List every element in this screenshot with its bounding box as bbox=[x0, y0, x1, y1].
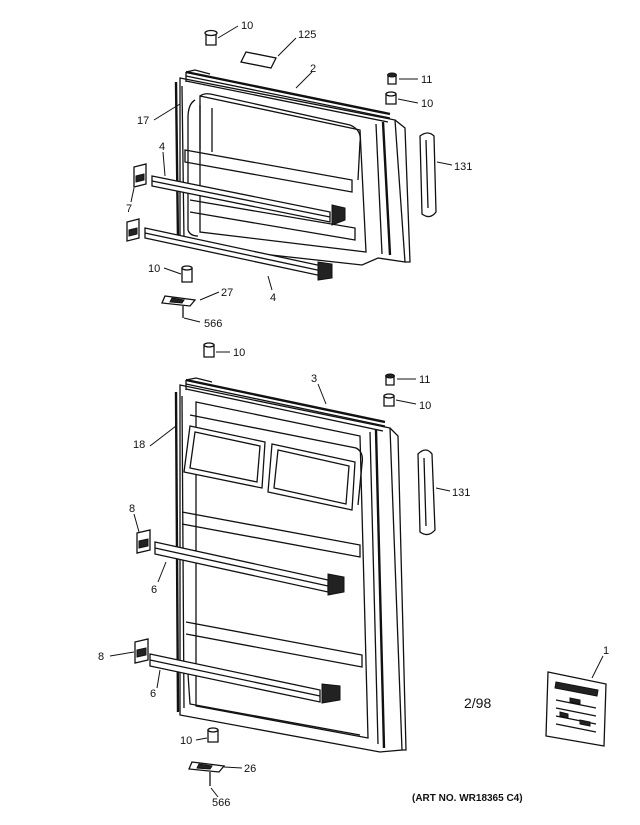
callout-7: 7 bbox=[126, 203, 132, 215]
label-plate-125 bbox=[240, 51, 277, 69]
callout-4-lower: 4 bbox=[270, 292, 276, 304]
bushing-10-right-icon bbox=[385, 91, 397, 105]
callout-10-fresh-right: 10 bbox=[419, 400, 431, 412]
hinge-pin-bushing-icon bbox=[204, 29, 218, 46]
freezer-door-panel bbox=[179, 77, 406, 266]
bushing-10-bottom-icon bbox=[207, 727, 219, 743]
bushing-10-right-lower-icon bbox=[383, 393, 395, 407]
fresh-food-hardware bbox=[188, 342, 436, 786]
callout-18: 18 bbox=[133, 439, 145, 451]
callout-10-fresh-top: 10 bbox=[233, 347, 245, 359]
date-note: 2/98 bbox=[464, 695, 491, 711]
freezer-hardware bbox=[161, 29, 437, 318]
freezer-door-assembly bbox=[126, 69, 411, 281]
callout-2: 2 bbox=[310, 63, 316, 75]
freezer-leaders bbox=[130, 25, 453, 323]
callout-10-fresh-bottom: 10 bbox=[180, 735, 192, 747]
cap-11-lower-icon bbox=[385, 373, 395, 386]
callout-131-fresh: 131 bbox=[452, 487, 470, 499]
dairy-bin-left bbox=[183, 425, 266, 489]
callout-17: 17 bbox=[137, 115, 149, 127]
freezer-handle bbox=[419, 132, 437, 218]
callout-4-upper: 4 bbox=[159, 141, 165, 153]
bushing-10-left-icon bbox=[181, 265, 193, 283]
callout-1: 1 bbox=[603, 645, 609, 657]
callout-10-freezer-right: 10 bbox=[421, 98, 433, 110]
art-number-note: (ART NO. WR18365 C4) bbox=[412, 793, 523, 804]
callout-131-freezer: 131 bbox=[454, 161, 472, 173]
callout-labels: 10 125 2 11 10 17 131 4 7 10 27 4 566 10… bbox=[98, 20, 609, 809]
callout-566-freezer: 566 bbox=[204, 318, 222, 330]
callout-125: 125 bbox=[298, 29, 316, 41]
fresh-food-gasket-top bbox=[185, 378, 386, 424]
callout-8-upper: 8 bbox=[129, 503, 135, 515]
callout-11-fresh: 11 bbox=[419, 374, 430, 386]
cap-11-icon bbox=[387, 72, 397, 85]
callout-8-lower: 8 bbox=[98, 651, 104, 663]
callout-10-freezer-top: 10 bbox=[241, 20, 253, 32]
freezer-gasket-top bbox=[185, 70, 391, 116]
rating-label-1 bbox=[545, 671, 607, 747]
callout-3: 3 bbox=[311, 373, 317, 385]
callout-27: 27 bbox=[221, 287, 233, 299]
bushing-10-top-icon bbox=[203, 342, 215, 358]
dairy-bin-right bbox=[267, 443, 356, 511]
callout-11-freezer: 11 bbox=[421, 74, 432, 86]
callout-6-lower: 6 bbox=[150, 688, 156, 700]
callout-566-fresh: 566 bbox=[212, 797, 230, 809]
callout-10-freezer-left: 10 bbox=[148, 263, 160, 275]
fresh-food-door-assembly bbox=[134, 377, 407, 753]
callout-26: 26 bbox=[244, 763, 256, 775]
fresh-food-leaders bbox=[109, 351, 604, 798]
fresh-food-handle bbox=[417, 449, 436, 536]
callout-6-upper: 6 bbox=[151, 584, 157, 596]
fresh-food-inner-liner bbox=[195, 401, 369, 739]
